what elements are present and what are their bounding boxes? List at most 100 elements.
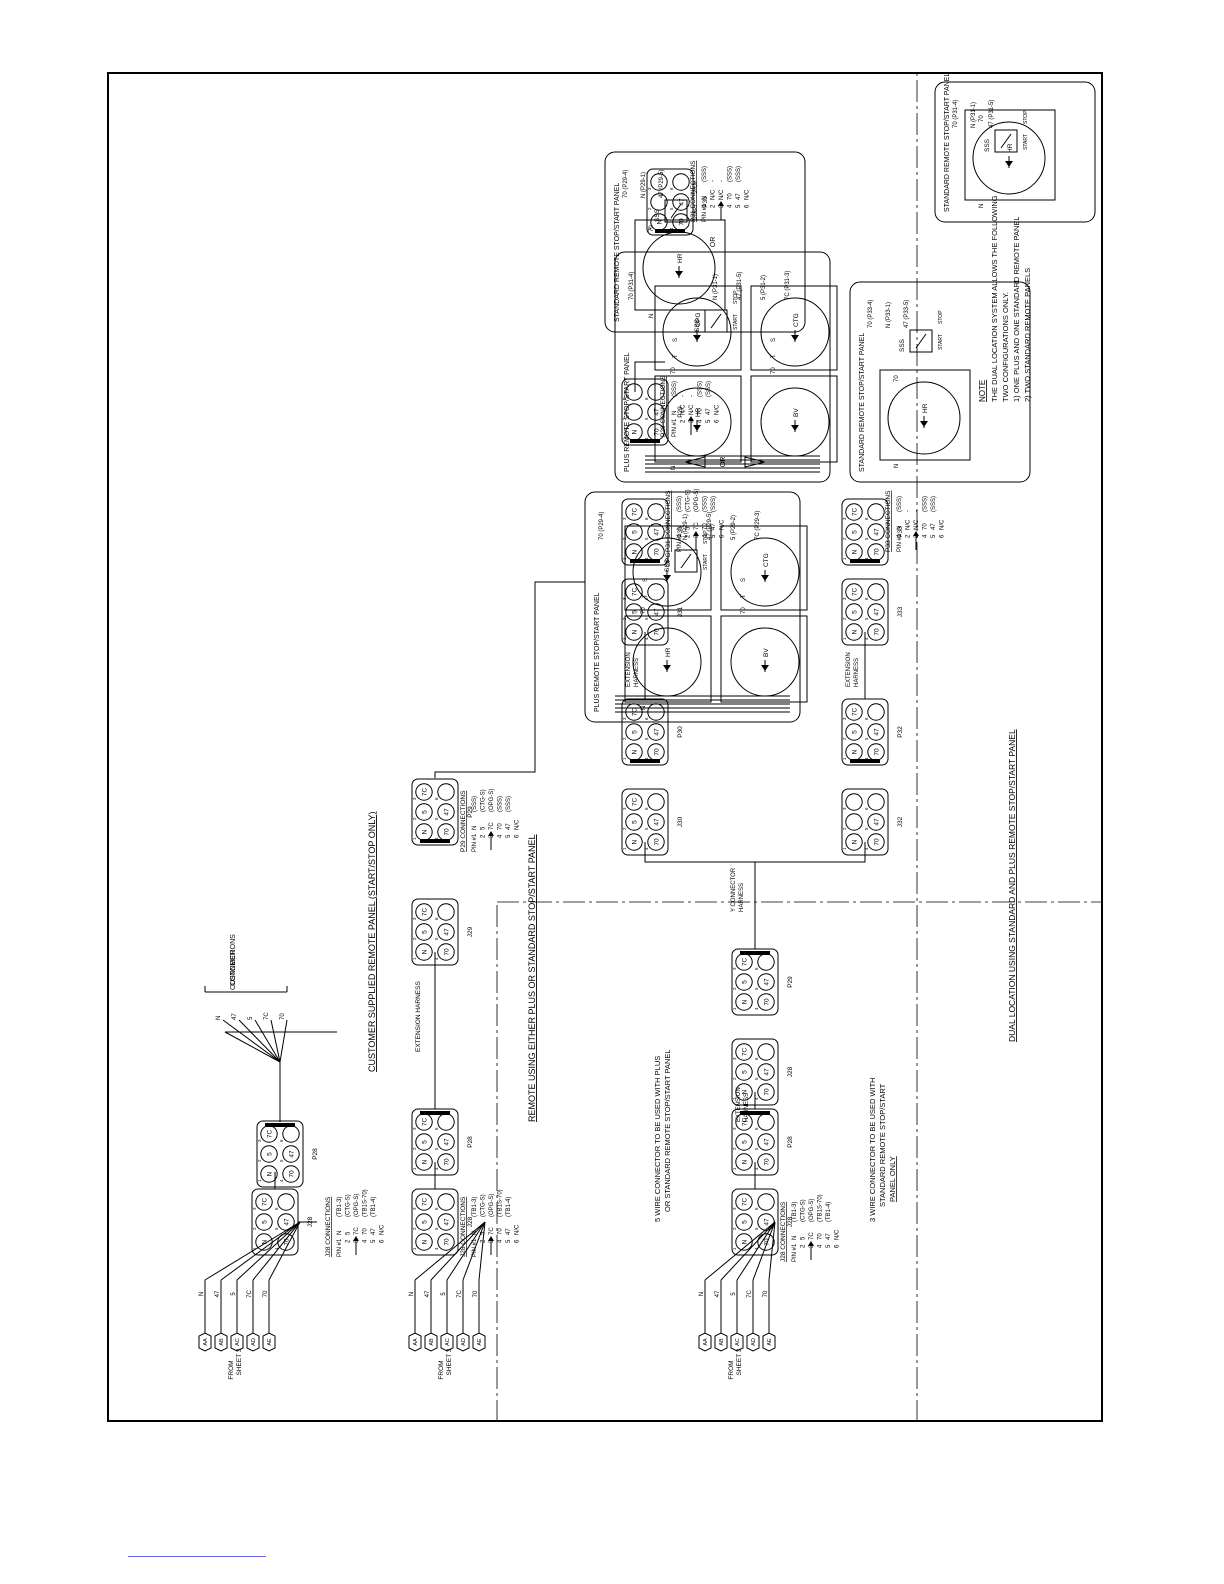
device-label: HR (677, 253, 684, 263)
table-dest: (SSS) (931, 496, 937, 512)
table-wire: N (472, 1231, 478, 1235)
connector-pin (282, 1165, 300, 1183)
connector-pin (757, 953, 775, 971)
panel-border (614, 251, 831, 483)
connector-pin (260, 1145, 278, 1163)
device-label: SSS (664, 558, 671, 572)
gauge-opg (632, 537, 702, 607)
wire-label: 70 (473, 1290, 479, 1297)
table-dest: (TB1-4) (826, 1202, 832, 1222)
table-title: J28 CONNECTIONS (780, 1201, 787, 1262)
table-dest: (TB1-4) (371, 1197, 377, 1217)
connector-pin (672, 173, 690, 191)
gauge-ctg (760, 297, 830, 367)
wire-tag: N (P29-1) (683, 514, 689, 540)
pin-label: 70 (654, 838, 661, 846)
customer-conn-label: CONNECTIONS (230, 934, 237, 986)
from-label: SHEET 3 (736, 1348, 743, 1375)
pin-label: 5 (742, 1070, 749, 1074)
terminal-hexagon (424, 1332, 438, 1352)
pin-label: N (742, 999, 749, 1004)
connector-body (731, 1188, 779, 1256)
pin-number: 1 (622, 557, 627, 560)
table-dest: - (906, 510, 912, 512)
table-title: J28 CONNECTIONS (460, 1196, 467, 1257)
table-wire: 70 (363, 1228, 369, 1235)
connector-pin (625, 523, 643, 541)
connector-name: P31 (702, 196, 709, 208)
panel-title: STANDARD REMOTE STOP/START PANEL (859, 333, 866, 472)
pin-number: 5 (754, 987, 759, 990)
pin-number: 2 (622, 737, 627, 740)
pin-label: 5 (742, 1220, 749, 1224)
connector-pin (647, 523, 665, 541)
pin-label: 7C (267, 1130, 274, 1139)
table-dest: - (914, 510, 920, 512)
customer-conn-label: CUSTOMER (230, 950, 237, 990)
fan-wire (279, 1019, 288, 1063)
terminal-label: AA (703, 1338, 709, 1346)
from-label: SHEET 3 (446, 1348, 453, 1375)
fan-wire (252, 1221, 301, 1281)
switch-stop-label: STOP (693, 180, 699, 194)
arrow-head (718, 201, 724, 206)
table-wire: N (677, 526, 683, 530)
connector-pin (415, 1133, 433, 1151)
fan-wire (270, 1019, 281, 1063)
pin-label: N (852, 749, 859, 754)
wire-tag: N (P31-1) (713, 274, 719, 300)
pin-number: 3 (647, 187, 652, 190)
wire-label: 70 (280, 1013, 286, 1020)
pin-label: 7C (262, 1198, 269, 1207)
pin-number: 5 (864, 827, 869, 830)
table-pin: 2 (681, 419, 687, 423)
note-line: 2) TWO STANDARD REMOTE PANELS (1023, 268, 1032, 402)
connector-pin (415, 943, 433, 961)
table-wire: 7C (354, 1227, 360, 1235)
fan-wire (478, 1221, 486, 1281)
table-dest: (OPG-S) (489, 789, 495, 812)
pin-label: 7C (742, 1198, 749, 1207)
gauge-hr (887, 381, 961, 455)
fan-wire (236, 1221, 301, 1281)
pin-label: 47 (764, 1068, 771, 1076)
connector-pin (867, 833, 885, 851)
fan-bus (224, 1031, 337, 1063)
connector-pin (845, 603, 863, 621)
pin-number: 6 (644, 397, 649, 400)
table-pin: PIN #1 (672, 418, 678, 437)
pin-number: 4 (754, 1007, 759, 1010)
connector-pin (415, 1193, 433, 1211)
connector-body (731, 948, 779, 1016)
gauge-pointer (761, 665, 769, 671)
pin-number: 1 (842, 847, 847, 850)
table-wire: 7C (809, 1232, 815, 1240)
pin-number: 6 (864, 517, 869, 520)
device-box (720, 615, 808, 703)
table-title: P31 CONNECTIONS (665, 490, 672, 552)
pin-number: 1 (842, 757, 847, 760)
table-pin: 4 (498, 1239, 504, 1243)
pin-label: 70 (654, 628, 661, 636)
table-wire: N (472, 826, 478, 830)
terminal-label: AD (461, 1338, 467, 1346)
terminal-label: AC (235, 1338, 241, 1346)
connector-pin (625, 603, 643, 621)
table-pin: PIN #1 (677, 533, 683, 552)
pin-label: 70 (874, 548, 881, 556)
table-dest: (SSS) (698, 381, 704, 397)
connector-key-bar (630, 759, 660, 763)
pin-number: 4 (754, 1247, 759, 1250)
table-dest: (SSS) (897, 496, 903, 512)
connector-pin (437, 943, 455, 961)
wire-tag: 70 (P31-4) (953, 100, 959, 128)
pin-label: N (657, 219, 664, 224)
pin-number: 6 (864, 807, 869, 810)
pin-label: 47 (444, 1138, 451, 1146)
connector-body (621, 578, 669, 646)
connector-name: P29 (787, 976, 794, 988)
